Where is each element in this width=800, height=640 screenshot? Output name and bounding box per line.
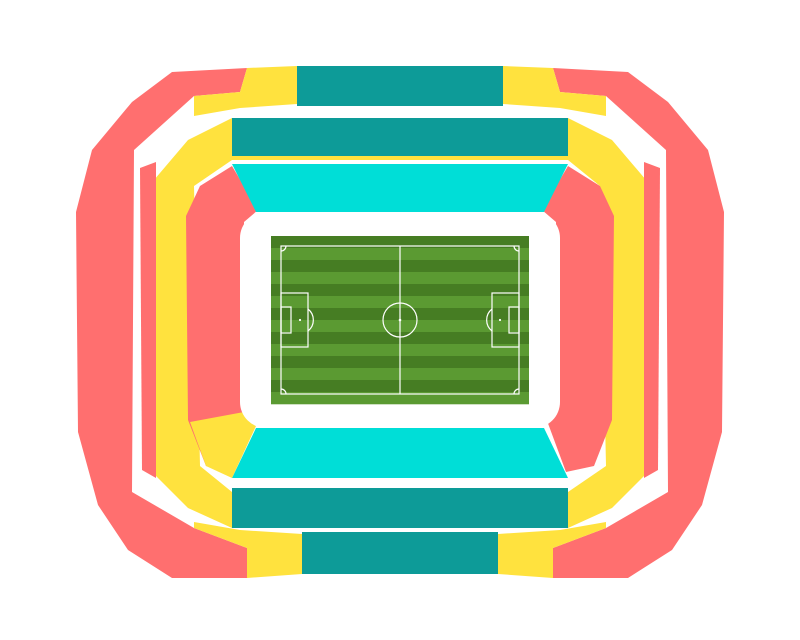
section-outer-bottom-center[interactable]	[302, 532, 498, 574]
pitch-penalty-arc-right	[486, 308, 493, 332]
section-outer-top-center[interactable]	[297, 66, 503, 106]
section-outer-right[interactable]	[553, 68, 724, 578]
section-inner-top[interactable]	[232, 164, 568, 212]
section-outer-top-right-corner[interactable]	[503, 66, 606, 116]
pitch-penalty-arc-left	[307, 308, 314, 332]
section-inner-bottom[interactable]	[232, 428, 568, 478]
pitch-corner-arc-br	[513, 388, 520, 395]
section-middle-right[interactable]	[644, 162, 660, 478]
pitch-corner-arc-tr	[513, 245, 520, 252]
pitch-goal-area-left	[280, 306, 292, 334]
section-middle-left[interactable]	[140, 162, 156, 478]
section-middle-bottom[interactable]	[232, 488, 568, 528]
section-inner-bottom-left-corner[interactable]	[190, 412, 256, 478]
section-outer-bottom-left-corner[interactable]	[194, 522, 302, 578]
middle-tier	[140, 118, 660, 528]
section-outer-top-left-corner[interactable]	[194, 66, 297, 116]
pitch-stripe	[271, 392, 529, 405]
pitch-penalty-spot-left	[298, 318, 302, 322]
pitch-corner-arc-tl	[280, 245, 287, 252]
section-outer-bottom-right-corner[interactable]	[498, 522, 606, 578]
pitch-corner-arc-bl	[280, 388, 287, 395]
outer-tier	[76, 66, 724, 578]
pitch-center-spot	[398, 318, 402, 322]
football-pitch	[271, 236, 529, 405]
pitch-penalty-spot-right	[498, 318, 502, 322]
pitch-stripe	[271, 236, 529, 249]
section-outer-left[interactable]	[76, 68, 247, 578]
pitch-goal-area-right	[508, 306, 520, 334]
section-middle-ring[interactable]	[150, 118, 650, 528]
section-middle-top[interactable]	[232, 118, 568, 156]
pitch-center-circle	[382, 302, 418, 338]
